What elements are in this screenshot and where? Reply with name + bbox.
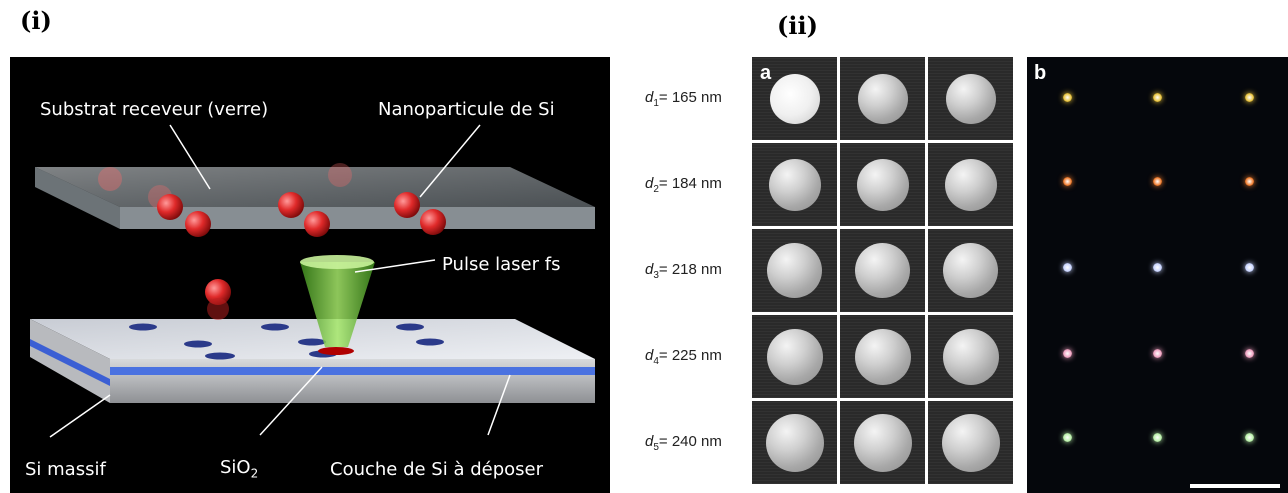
oxide-main: SiO [220, 457, 251, 478]
nanoparticle-sphere [854, 328, 911, 385]
schematic-drawing [30, 124, 595, 438]
nanoparticle-sphere [857, 73, 908, 124]
diameter-label: d1= 165 nm [645, 89, 722, 109]
nanoparticle-sphere [767, 243, 822, 298]
label-nanoparticle: Nanoparticule de Si [378, 99, 555, 120]
scattering-dot [1153, 177, 1162, 186]
sem-cell [840, 401, 925, 484]
oxide-sub: 2 [250, 466, 259, 481]
nanoparticle-sphere [943, 243, 998, 298]
nanoparticle-sphere [942, 328, 999, 385]
scattering-dot [1063, 93, 1072, 102]
diameter-symbol: d [645, 261, 654, 278]
label-bulk: Si massif [25, 459, 106, 480]
diameter-label: d3= 218 nm [645, 261, 722, 281]
scattering-dot [1153, 93, 1162, 102]
diameter-symbol: d [645, 175, 654, 192]
sem-cell [840, 143, 925, 226]
sem-cell [928, 229, 1013, 312]
darkfield-scale-bar [1190, 484, 1280, 488]
diameter-index: 5 [653, 442, 659, 453]
nanoparticle-sphere [944, 158, 997, 211]
diameter-label: d2= 184 nm [645, 175, 722, 195]
sem-cell [840, 57, 925, 140]
label-layer: Couche de Si à déposer [330, 459, 544, 480]
diameter-index: 3 [653, 270, 659, 281]
sem-cell [928, 143, 1013, 226]
scattering-dot [1153, 263, 1162, 272]
sem-image-grid [752, 57, 1022, 493]
nanoparticle-sphere [853, 413, 912, 472]
panel-label-i: (i) [20, 6, 52, 35]
diameter-value: = 165 nm [658, 89, 722, 106]
nanoparticle-sphere [765, 413, 824, 472]
scattering-dot [1153, 433, 1162, 442]
diameter-index: 2 [653, 184, 659, 195]
nanoparticle-sphere [945, 73, 996, 124]
nanoparticle-sphere [941, 413, 1000, 472]
nanoparticle-sphere [856, 158, 909, 211]
sem-cell [928, 401, 1013, 484]
diameter-symbol: d [645, 433, 654, 450]
scattering-dot [1245, 263, 1254, 272]
sem-scale-bar [942, 484, 1014, 488]
sem-cell [840, 229, 925, 312]
laser-transfer-schematic: Substrat receveur (verre) Nanoparticule … [10, 57, 610, 493]
nanoparticle-sphere [855, 243, 910, 298]
sem-cell [928, 57, 1013, 140]
sem-cell [752, 57, 837, 140]
diameter-symbol: d [645, 89, 654, 106]
diameter-label: d5= 240 nm [645, 433, 722, 453]
label-oxide: SiO2 [220, 457, 258, 481]
nanoparticle-sphere [766, 328, 823, 385]
panel-label-ii: (ii) [777, 11, 818, 40]
diameter-value: = 184 nm [658, 175, 722, 192]
label-substrate: Substrat receveur (verre) [40, 99, 269, 120]
scattering-dot [1063, 263, 1072, 272]
sem-cell [840, 315, 925, 398]
diameter-value: = 225 nm [658, 347, 722, 364]
scattering-dot [1245, 349, 1254, 358]
diameter-label: d4= 225 nm [645, 347, 722, 367]
scattering-dot [1245, 433, 1254, 442]
sem-cell [752, 401, 837, 484]
darkfield-image [1027, 57, 1288, 493]
sem-cell [752, 315, 837, 398]
scattering-dot [1245, 93, 1254, 102]
darkfield-panel-letter: b [1034, 62, 1047, 84]
diameter-value: = 218 nm [658, 261, 722, 278]
scattering-dot [1245, 177, 1254, 186]
nanoparticle-sphere [769, 73, 820, 124]
sem-cell [752, 229, 837, 312]
diameter-value: = 240 nm [658, 433, 722, 450]
scattering-dot [1063, 349, 1072, 358]
sem-cell [928, 315, 1013, 398]
sem-panel-letter: a [760, 62, 772, 84]
sem-cell [752, 143, 837, 226]
diameter-symbol: d [645, 347, 654, 364]
diameter-index: 1 [653, 98, 659, 109]
scattering-dot [1063, 177, 1072, 186]
nanoparticle-sphere [768, 158, 821, 211]
scattering-dot [1153, 349, 1162, 358]
diameter-index: 4 [653, 356, 659, 367]
label-laser: Pulse laser fs [442, 254, 561, 275]
scattering-dot [1063, 433, 1072, 442]
